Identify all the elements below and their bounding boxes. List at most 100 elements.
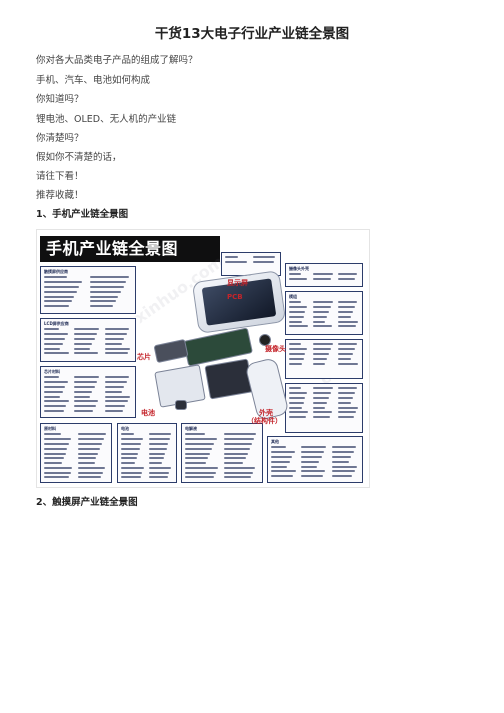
text-line-placeholder: [337, 348, 355, 351]
text-line-placeholder: [74, 328, 100, 331]
paragraph-6: 假如你不清楚的话，: [36, 152, 122, 163]
paragraph-8: 推荐收藏！: [36, 190, 84, 201]
shell-label: 外壳: [259, 409, 273, 417]
text-line-placeholder: [148, 471, 170, 474]
text-line-placeholder: [44, 276, 68, 279]
text-line-placeholder: [271, 465, 288, 468]
camera-lens-box: [285, 339, 363, 379]
text-line-placeholder: [225, 261, 247, 264]
text-line-placeholder: [104, 347, 131, 350]
text-line-placeholder: [289, 325, 309, 328]
text-line-placeholder: [77, 471, 104, 474]
camera-label: 摄像头: [265, 345, 286, 353]
text-line-placeholder: [289, 315, 304, 318]
shell-supplier-box: 其他: [267, 436, 363, 483]
text-line-placeholder: [121, 471, 143, 474]
text-line-placeholder: [271, 446, 287, 449]
text-line-placeholder: [148, 433, 172, 436]
text-line-placeholder: [331, 470, 355, 473]
text-line-placeholder: [223, 433, 257, 436]
text-line-placeholder: [121, 462, 136, 465]
lcd-supplier-box: LCD屏供应商: [40, 318, 136, 362]
text-line-placeholder: [44, 381, 68, 384]
page-title: 干货13大电子行业产业链全景图: [154, 26, 350, 42]
text-line-placeholder: [44, 405, 67, 408]
text-line-placeholder: [185, 438, 217, 441]
text-line-placeholder: [223, 476, 252, 479]
text-line-placeholder: [271, 455, 293, 458]
text-line-placeholder: [337, 352, 353, 355]
text-line-placeholder: [313, 416, 330, 419]
text-line-placeholder: [121, 438, 143, 441]
paragraph-4: 锂电池、OLED、无人机的产业链: [36, 114, 177, 125]
section-heading-1: 1、手机产业链全景图: [36, 209, 129, 220]
text-line-placeholder: [77, 447, 101, 450]
text-line-placeholder: [271, 451, 295, 454]
text-line-placeholder: [331, 446, 356, 449]
text-line-placeholder: [121, 447, 140, 450]
battery-supplier-box: 电池: [117, 423, 177, 483]
text-line-placeholder: [223, 471, 254, 474]
text-line-placeholder: [74, 405, 96, 408]
text-line-placeholder: [223, 447, 250, 450]
text-line-placeholder: [289, 278, 308, 281]
text-line-placeholder: [148, 452, 166, 455]
text-line-placeholder: [289, 352, 306, 355]
text-line-placeholder: [289, 273, 301, 276]
text-line-placeholder: [331, 465, 358, 468]
text-line-placeholder: [313, 406, 326, 409]
text-line-placeholder: [313, 301, 333, 304]
text-line-placeholder: [289, 392, 308, 395]
box-text-lines: [121, 432, 173, 480]
text-line-placeholder: [337, 325, 356, 328]
box-title: 原材料: [44, 426, 56, 431]
text-line-placeholder: [331, 455, 352, 458]
text-line-placeholder: [289, 301, 301, 304]
box-text-lines: [225, 255, 277, 265]
text-line-placeholder: [289, 411, 309, 414]
text-line-placeholder: [74, 400, 99, 403]
section-heading-2: 2、触摸屏产业链全景图: [36, 497, 138, 508]
text-line-placeholder: [337, 357, 351, 360]
text-line-placeholder: [44, 352, 69, 355]
text-line-placeholder: [77, 476, 102, 479]
text-line-placeholder: [121, 466, 144, 469]
paragraph-1: 你对各大品类电子产品的组成了解吗？: [36, 55, 198, 66]
text-line-placeholder: [337, 392, 355, 395]
text-line-placeholder: [44, 476, 69, 479]
text-line-placeholder: [77, 452, 99, 455]
text-line-placeholder: [44, 390, 63, 393]
text-line-placeholder: [74, 376, 100, 379]
box-title: 其他: [271, 439, 279, 444]
text-line-placeholder: [121, 442, 142, 445]
text-line-placeholder: [313, 411, 332, 414]
text-line-placeholder: [252, 261, 274, 264]
text-line-placeholder: [104, 381, 127, 384]
text-line-placeholder: [74, 385, 95, 388]
text-line-placeholder: [289, 406, 302, 409]
text-line-placeholder: [44, 337, 66, 340]
text-line-placeholder: [289, 320, 302, 323]
text-line-placeholder: [44, 333, 68, 336]
text-line-placeholder: [74, 347, 90, 350]
text-line-placeholder: [185, 442, 215, 445]
text-line-placeholder: [89, 305, 114, 308]
text-line-placeholder: [223, 438, 255, 441]
text-line-placeholder: [89, 295, 119, 298]
battery-illustration: [204, 358, 254, 400]
text-line-placeholder: [301, 446, 327, 449]
text-line-placeholder: [289, 416, 307, 419]
text-line-placeholder: [74, 342, 93, 345]
box-title: 摄像头外壳: [289, 266, 309, 271]
text-line-placeholder: [44, 433, 61, 436]
text-line-placeholder: [223, 442, 252, 445]
touch-supplier-box: 触摸屏供应商: [40, 266, 136, 314]
text-line-placeholder: [44, 285, 80, 288]
text-line-placeholder: [337, 278, 355, 281]
camera-shell-box: 摄像头外壳: [285, 263, 363, 287]
box-title: 电池: [121, 426, 129, 431]
text-line-placeholder: [313, 387, 333, 390]
text-line-placeholder: [148, 466, 171, 469]
display-label: 显示屏: [227, 279, 248, 287]
text-line-placeholder: [185, 433, 205, 436]
